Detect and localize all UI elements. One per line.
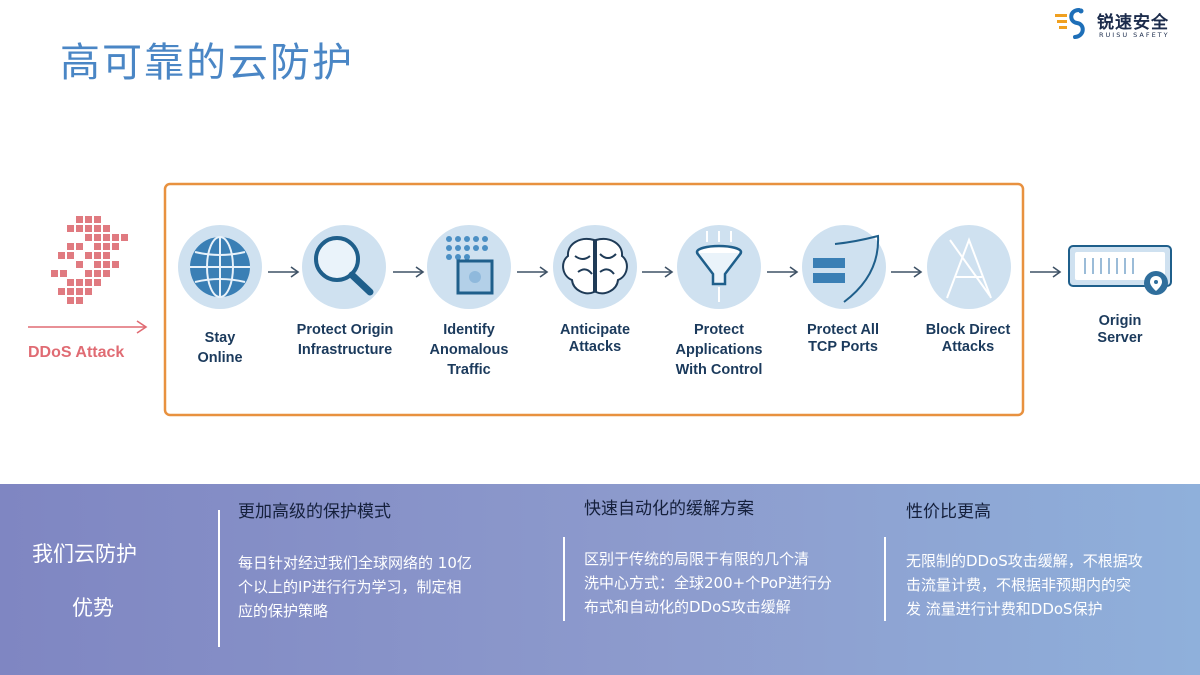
column-heading: 性价比更高	[906, 502, 991, 522]
step-label: Applications	[675, 342, 762, 358]
funnel-icon	[695, 231, 743, 302]
arrow-right-icon	[268, 266, 300, 278]
column-heading: 快速自动化的缓解方案	[584, 499, 754, 519]
arrow-right-icon	[1030, 266, 1062, 278]
step-label: Online	[197, 350, 242, 366]
dots-square-icon	[446, 236, 494, 295]
step-label: Traffic	[447, 362, 491, 378]
step-label: Infrastructure	[298, 342, 392, 358]
step-label: Protect Origin	[297, 322, 394, 338]
step-protect-tcp-ports	[802, 225, 886, 309]
step-label: With Control	[676, 362, 763, 378]
ddos-pixel-cluster-icon	[51, 216, 128, 304]
step-label: Protect	[694, 322, 744, 338]
step-block-direct	[927, 225, 1011, 309]
flow-arrows	[268, 266, 1062, 278]
protection-flow-diagram: DDoS Attack	[28, 182, 1172, 417]
blocked-a-icon	[946, 237, 992, 299]
step-protect-origin	[302, 225, 386, 309]
ddos-attack-label: DDoS Attack	[28, 344, 124, 361]
arrow-right-icon	[517, 266, 549, 278]
arrow-right-icon	[891, 266, 923, 278]
attack-arrow-icon	[28, 320, 148, 334]
arrow-right-icon	[642, 266, 674, 278]
step-label: Anticipate	[560, 322, 630, 338]
step-identify-anomalous	[427, 225, 511, 309]
step-label: Stay	[205, 330, 236, 346]
shield-server-icon	[813, 234, 880, 303]
step-anticipate	[553, 225, 637, 309]
magnifier-icon	[314, 236, 374, 296]
column-divider	[884, 537, 886, 621]
brain-icon	[562, 238, 628, 295]
logo-mark-icon	[1055, 8, 1085, 39]
step-label: Identify	[443, 322, 495, 338]
server-label: Server	[1097, 330, 1143, 346]
step-label: Attacks	[569, 339, 621, 355]
server-label: Origin	[1099, 313, 1142, 329]
step-label: TCP Ports	[808, 339, 878, 355]
logo-name-cn: 锐速安全	[1097, 13, 1169, 33]
column-body: 每日针对经过我们全球网络的 10亿 个以上的IP进行行为学习，制定相 应的保护策…	[238, 554, 472, 620]
step-label: Anomalous	[430, 342, 509, 358]
company-logo: 锐速安全 RUISU SAFETY	[1055, 6, 1190, 42]
advantages-title-line1: 我们云防护	[32, 542, 137, 566]
origin-server-icon	[1068, 245, 1172, 295]
logo-name-en: RUISU SAFETY	[1099, 31, 1170, 39]
arrow-right-icon	[767, 266, 799, 278]
column-divider	[218, 510, 220, 647]
column-body: 无限制的DDoS攻击缓解，不根据攻 击流量计费，不根据非预期内的突 发 流量进行…	[906, 552, 1143, 618]
step-label: Block Direct	[926, 322, 1011, 338]
column-heading: 更加高级的保护模式	[238, 502, 391, 522]
column-divider	[563, 537, 565, 621]
column-body: 区别于传统的局限于有限的几个清 洗中心方式：全球200+个PoP进行分 布式和自…	[584, 550, 832, 616]
step-label: Attacks	[942, 339, 994, 355]
advantages-title-line2: 优势	[72, 596, 114, 620]
arrow-right-icon	[393, 266, 425, 278]
step-protect-applications	[677, 225, 761, 309]
step-label: Protect All	[807, 322, 879, 338]
step-stay-online	[178, 225, 262, 309]
protection-frame	[163, 182, 1025, 417]
advantages-panel: 我们云防护 优势 更加高级的保护模式 每日针对经过我们全球网络的 10亿 个以上…	[0, 484, 1200, 675]
globe-icon	[190, 236, 250, 298]
page-title: 高可靠的云防护	[60, 40, 354, 86]
